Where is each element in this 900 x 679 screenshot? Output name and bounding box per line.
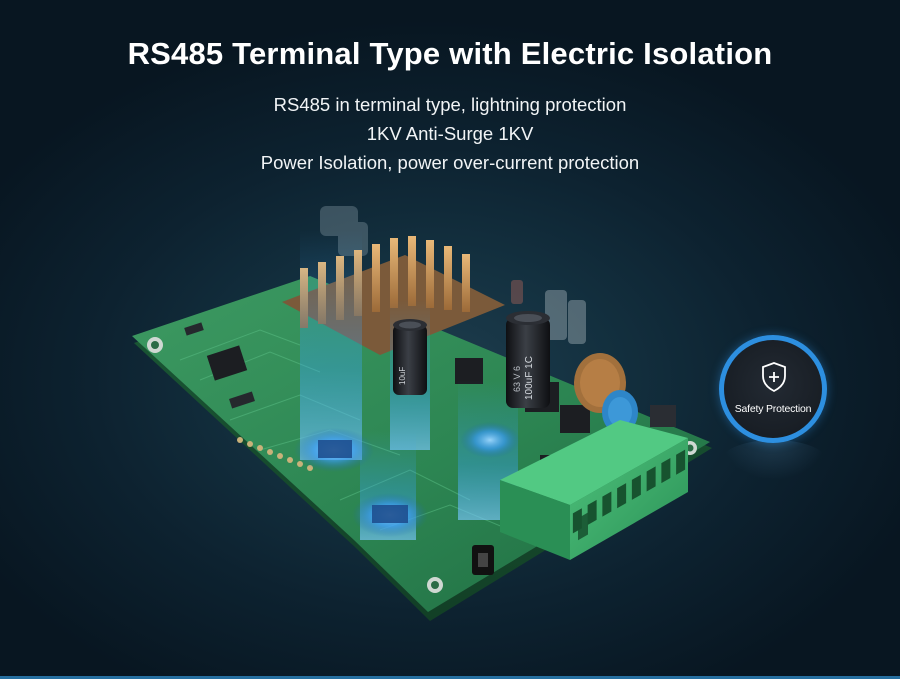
capacitor-right-sublabel: 63 V 6	[512, 366, 522, 392]
terminal-pin-slot	[617, 483, 627, 509]
terminal-pin-slot	[572, 508, 582, 534]
feature-list: RS485 in terminal type, lightning protec…	[0, 90, 900, 177]
capacitor-right-label: 100uF 1C	[524, 356, 535, 400]
terminal-pin-slot	[602, 491, 612, 517]
badge-reflection	[722, 440, 826, 480]
capacitor-right: 100uF 1C 63 V 6	[506, 311, 550, 408]
shield-plus-icon	[762, 362, 786, 392]
feature-line-rs485: RS485 in terminal type, lightning protec…	[273, 94, 627, 115]
terminal-pin-slot	[646, 466, 656, 492]
badge-label: Safety Protection	[734, 403, 812, 415]
capacitor-left-label: 10uF	[398, 367, 407, 385]
terminal-pin-slot	[676, 449, 686, 475]
page-title: RS485 Terminal Type with Electric Isolat…	[127, 36, 773, 71]
bottom-accent-line	[0, 676, 900, 679]
terminal-pin-slot	[587, 499, 597, 525]
terminal-pin-slot	[631, 474, 641, 500]
terminal-block	[500, 420, 688, 560]
terminal-pin-slot	[661, 458, 671, 484]
capacitor-left: 10uF	[393, 319, 427, 395]
safety-protection-badge: Safety Protection	[719, 335, 827, 443]
feature-line-anti-surge: 1KV Anti-Surge 1KV	[366, 123, 534, 144]
feature-line-power-isolation: Power Isolation, power over-current prot…	[260, 152, 640, 173]
